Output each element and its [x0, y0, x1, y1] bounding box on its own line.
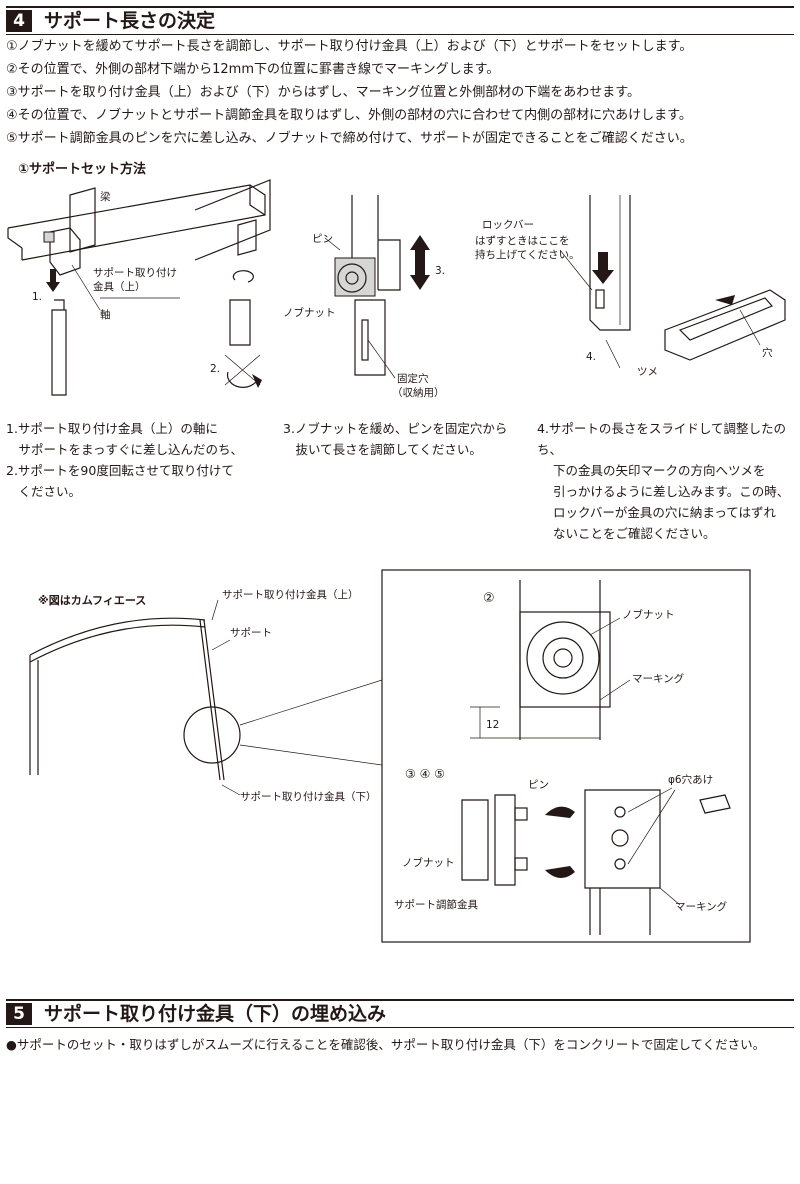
- caption-1: 1.サポート取り付け金具（上）の軸に サポートをまっすぐに差し込んだのち、 2.…: [6, 421, 244, 499]
- label-lock-note-1: はずすときはここを: [475, 235, 570, 247]
- detail-circle-345: ③ ④ ⑤: [405, 767, 445, 781]
- overview-support: サポート: [230, 627, 272, 639]
- set-method-title: ①サポートセット方法: [18, 162, 147, 177]
- detail-knob: [470, 580, 631, 740]
- overview-carport: [29, 599, 383, 796]
- detail-marking-2: マーキング: [675, 900, 728, 913]
- detail-dim-12: 12: [486, 719, 499, 731]
- label-bracket-upper-2: 金具（上）: [93, 280, 146, 293]
- detail-knob-nut: ノブナット: [622, 608, 675, 621]
- caption-3: 3.ノブナットを緩め、ピンを固定穴から 抜いて長さを調節してください。: [283, 421, 508, 457]
- label-storage: （収納用）: [392, 386, 445, 399]
- detail-knob-nut-2: ノブナット: [402, 856, 455, 869]
- detail-adjust: サポート調節金具: [394, 898, 478, 911]
- figure-2-rotate: [194, 179, 271, 388]
- caption-4: 4.サポートの長さをスライドして調整したのち、 下の金具の矢印マークの方向へツメ…: [537, 421, 790, 541]
- label-n2: 2.: [210, 363, 220, 375]
- section-number: 4: [6, 10, 32, 32]
- detail-box: [381, 569, 751, 943]
- section-5-header: 5 サポート取り付け金具（下）の埋め込み: [6, 999, 794, 1028]
- label-fixing-hole: 固定穴: [397, 372, 429, 385]
- overview-note: ※図はカムフィエース: [38, 593, 146, 607]
- step-5: ⑤サポート調節金具のピンを穴に差し込み、ノブナットで締め付けて、サポートが固定で…: [6, 131, 693, 146]
- step-3: ③サポートを取り付け金具（上）および（下）からはずし、マーキング位置と外側部材の…: [6, 85, 640, 100]
- label-n1: 1.: [32, 291, 42, 303]
- overview-bracket-upper: サポート取り付け金具（上）: [222, 588, 359, 601]
- label-bracket-upper: サポート取り付け: [93, 266, 177, 279]
- detail-marking: マーキング: [632, 672, 685, 685]
- step-4: ④その位置で、ノブナットとサポート調節金具を取りはずし、外側の部材の穴に合わせて…: [6, 108, 692, 123]
- figure-3-knob: [324, 195, 430, 379]
- label-knob-nut: ノブナット: [283, 306, 336, 319]
- detail-drill: φ6穴あけ: [668, 773, 713, 786]
- label-beam: 梁: [100, 190, 111, 203]
- figure-4-lock: [559, 195, 786, 369]
- section-title: サポート長さの決定: [44, 10, 216, 32]
- label-lock-bar: ロックバー: [482, 219, 534, 231]
- label-n4: 4.: [586, 351, 596, 363]
- label-pin: ピン: [312, 233, 333, 245]
- section-title: サポート取り付け金具（下）の埋め込み: [44, 1003, 387, 1025]
- label-axis: 軸: [100, 308, 111, 321]
- detail-circle-2: ②: [483, 591, 495, 606]
- detail-assembly: [461, 787, 731, 935]
- step-1: ①ノブナットを緩めてサポート長さを調節し、サポート取り付け金具（上）および（下）…: [6, 39, 693, 54]
- label-hole: 穴: [762, 346, 773, 359]
- section-number: 5: [6, 1003, 32, 1025]
- label-lock-note-2: 持ち上げてください。: [475, 248, 580, 261]
- label-n3: 3.: [435, 265, 445, 277]
- section-5-text: ●サポートのセット・取りはずしがスムーズに行えることを確認後、サポート取り付け金…: [6, 1037, 766, 1052]
- section-4-header: 4 サポート長さの決定: [6, 6, 794, 35]
- step-2: ②その位置で、外側の部材下端から12mm下の位置に罫書き線でマーキングします。: [6, 62, 500, 77]
- overview-bracket-lower: サポート取り付け金具（下）: [240, 790, 377, 803]
- label-claw: ツメ: [637, 366, 658, 378]
- figure-1-beam: [7, 184, 266, 396]
- detail-pin: ピン: [528, 779, 549, 791]
